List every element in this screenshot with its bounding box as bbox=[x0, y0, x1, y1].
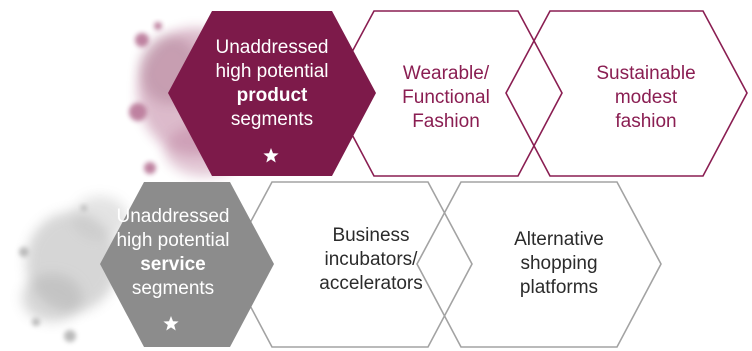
watercolor-splash-service bbox=[19, 196, 128, 342]
service-header-keyword: service bbox=[140, 254, 206, 275]
product-header-line2: high potential bbox=[215, 61, 329, 82]
service-header-line2: high potential bbox=[116, 230, 230, 251]
product-item-wearable: Wearable/ Functional Fashion bbox=[388, 62, 504, 134]
service-header-line1: Unaddressed bbox=[116, 206, 230, 227]
product-item-line1: Sustainable bbox=[596, 63, 696, 84]
star-icon bbox=[163, 316, 179, 331]
service-item-line1: Business bbox=[332, 225, 410, 246]
product-header-keyword: product bbox=[236, 85, 308, 106]
hexagon-product-header bbox=[168, 11, 376, 176]
product-item-line1: Wearable/ bbox=[402, 63, 490, 84]
star-icon bbox=[263, 148, 279, 163]
service-item-line2: shopping bbox=[520, 253, 598, 274]
hexagon-service-header bbox=[100, 182, 274, 347]
service-item-business: Business incubators/ accelerators bbox=[308, 224, 434, 296]
product-header-line4: segments bbox=[230, 109, 314, 130]
service-header-line4: segments bbox=[131, 278, 215, 299]
product-header-line1: Unaddressed bbox=[215, 37, 329, 58]
service-item-line1: Alternative bbox=[514, 229, 604, 250]
service-item-line3: platforms bbox=[519, 277, 599, 298]
service-item-line3: accelerators bbox=[319, 273, 423, 294]
service-item-alternative: Alternative shopping platforms bbox=[500, 228, 618, 300]
service-item-line2: incubators/ bbox=[324, 249, 418, 270]
product-item-line2: Functional bbox=[402, 87, 490, 108]
product-item-line2: modest bbox=[614, 87, 678, 108]
product-item-sustainable: Sustainable modest fashion bbox=[588, 62, 704, 134]
product-segment-header: Unaddressed high potential product segme… bbox=[192, 36, 352, 132]
product-item-line3: fashion bbox=[615, 111, 677, 132]
hexagon-outline-sustainable bbox=[505, 10, 748, 177]
product-item-line3: Fashion bbox=[412, 111, 480, 132]
hexagon-outline-alternative bbox=[416, 181, 662, 348]
service-segment-header: Unaddressed high potential service segme… bbox=[103, 205, 243, 301]
